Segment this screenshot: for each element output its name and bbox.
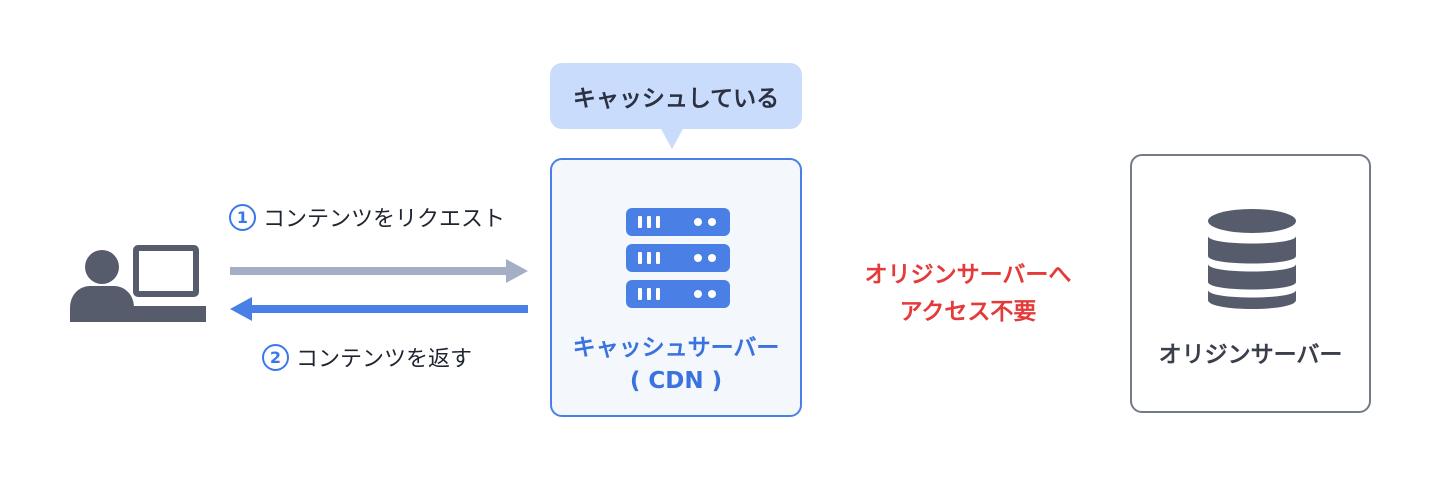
cdn-server-box: キャッシュサーバー ( CDN ) xyxy=(550,158,802,417)
no-origin-access-note-line1: オリジンサーバーへ xyxy=(864,262,1072,288)
step-number-2: 2 xyxy=(262,343,289,371)
request-label-text: コンテンツをリクエスト xyxy=(263,207,506,232)
step-number-1: 1 xyxy=(229,203,256,231)
response-label-text: コンテンツを返す xyxy=(296,347,473,372)
server-stack-icon xyxy=(626,208,730,308)
flow-arrows xyxy=(230,259,528,321)
user-laptop-icon xyxy=(70,245,206,322)
origin-server-name: オリジンサーバー xyxy=(1158,342,1343,368)
response-arrow xyxy=(230,297,528,321)
cache-status-bubble: キャッシュしている xyxy=(550,63,802,129)
response-label: 2 コンテンツを返す xyxy=(262,341,472,373)
database-icon xyxy=(1208,209,1296,309)
bubble-tail xyxy=(660,127,684,149)
cdn-server-subtitle: ( CDN ) xyxy=(629,368,723,394)
cdn-server-name: キャッシュサーバー xyxy=(572,335,780,361)
no-origin-access-note-line2: アクセス不要 xyxy=(899,299,1037,325)
origin-server-box: オリジンサーバー xyxy=(1130,154,1371,413)
request-arrow xyxy=(230,259,528,283)
request-label: 1 コンテンツをリクエスト xyxy=(229,201,505,233)
